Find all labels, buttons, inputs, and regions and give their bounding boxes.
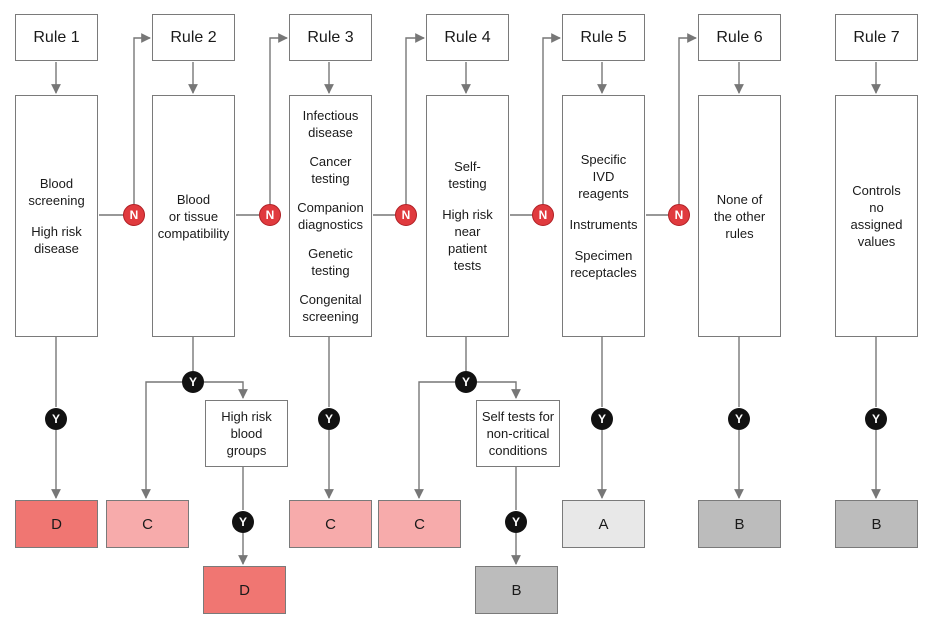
yes-node-rule-4-sub: Y — [505, 511, 527, 533]
criteria-self-testing: Self- testing — [448, 159, 487, 191]
class-b-rule-7: B — [835, 500, 918, 548]
no-node-rule-3: N — [395, 204, 417, 226]
criteria-infectious-disease: Infectious disease — [302, 108, 359, 140]
class-d-rule-2-sub: D — [203, 566, 286, 614]
criteria-specimen-receptacles: Specimen receptacles — [570, 248, 637, 280]
class-b-rule-4-sub: B — [475, 566, 558, 614]
criteria-high-risk-disease: High risk disease — [31, 224, 82, 256]
yes-node-rule-7: Y — [865, 408, 887, 430]
rule-7-header: Rule 7 — [835, 14, 918, 61]
rule-2-header: Rule 2 — [152, 14, 235, 61]
rule-6-header: Rule 6 — [698, 14, 781, 61]
yes-node-rule-3: Y — [318, 408, 340, 430]
rule-7-criteria: Controls no assigned values — [835, 95, 918, 337]
rule-4-subcondition: Self tests for non-critical conditions — [476, 400, 560, 467]
rule-4-criteria: Self- testing High risk near patient tes… — [426, 95, 509, 337]
rule-2-subcondition: High risk blood groups — [205, 400, 288, 467]
criteria-blood-screening: Blood screening — [28, 176, 85, 208]
rule-3-criteria: Infectious disease Cancer testing Compan… — [289, 95, 372, 337]
rule-5-header: Rule 5 — [562, 14, 645, 61]
no-node-rule-2: N — [259, 204, 281, 226]
rule-2-criteria: Blood or tissue compatibility — [152, 95, 235, 337]
yes-node-rule-6: Y — [728, 408, 750, 430]
rule-4-header: Rule 4 — [426, 14, 509, 61]
yes-node-rule-1: Y — [45, 408, 67, 430]
criteria-specific-ivd-reagents: Specific IVD reagents — [578, 152, 629, 201]
rule-5-criteria: Specific IVD reagents Instruments Specim… — [562, 95, 645, 337]
rule-1-header: Rule 1 — [15, 14, 98, 61]
no-node-rule-5: N — [668, 204, 690, 226]
no-node-rule-4: N — [532, 204, 554, 226]
class-c-rule-2: C — [106, 500, 189, 548]
yes-node-rule-4: Y — [455, 371, 477, 393]
criteria-cancer-testing: Cancer testing — [309, 154, 352, 186]
criteria-genetic-testing: Genetic testing — [308, 246, 353, 278]
criteria-companion-diagnostics: Companion diagnostics — [297, 200, 364, 232]
criteria-controls: Controls no assigned values — [850, 183, 903, 249]
yes-node-rule-2-sub: Y — [232, 511, 254, 533]
class-a-rule-5: A — [562, 500, 645, 548]
yes-node-rule-2: Y — [182, 371, 204, 393]
criteria-congenital-screening: Congenital screening — [299, 292, 362, 324]
no-node-rule-1: N — [123, 204, 145, 226]
class-d-rule-1: D — [15, 500, 98, 548]
rule-1-criteria: Blood screening High risk disease — [15, 95, 98, 337]
criteria-none-of-other-rules: None of the other rules — [713, 191, 766, 241]
class-c-rule-4: C — [378, 500, 461, 548]
rule-6-criteria: None of the other rules — [698, 95, 781, 337]
criteria-near-patient-tests: High risk near patient tests — [442, 207, 493, 273]
criteria-blood-tissue-compatibility: Blood or tissue compatibility — [157, 191, 230, 241]
yes-node-rule-5: Y — [591, 408, 613, 430]
criteria-instruments: Instruments — [569, 217, 638, 232]
class-b-rule-6: B — [698, 500, 781, 548]
class-c-rule-3: C — [289, 500, 372, 548]
rule-3-header: Rule 3 — [289, 14, 372, 61]
